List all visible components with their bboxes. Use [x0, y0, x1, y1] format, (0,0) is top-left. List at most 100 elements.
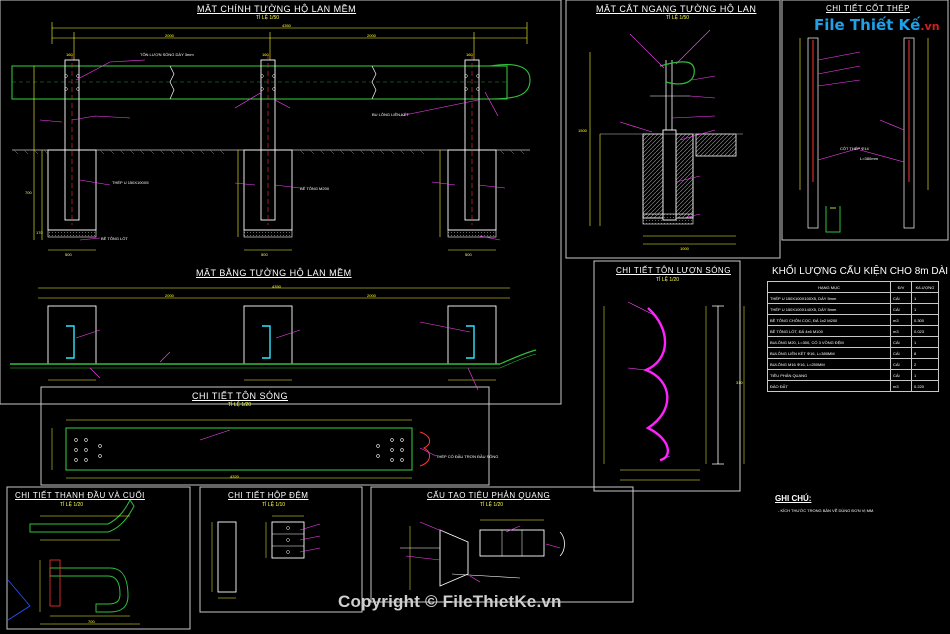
label-post: THÉP U 150X100X5: [112, 180, 149, 185]
row-unit: CÁI: [890, 292, 912, 304]
cross-section-drawing: [589, 29, 743, 245]
wave-detail-scale: TỈ LỆ 1/20: [656, 277, 680, 283]
row-unit: CÁI: [890, 369, 912, 381]
spacer-title: CHI TIẾT HỘP ĐỆM: [228, 491, 309, 500]
dim-cs-depth: 1500: [578, 128, 587, 133]
row-item: BÊ TÔNG CHÔN CỌC, ĐÁ 1x2 M200: [767, 314, 891, 326]
dim-end-len: 700: [88, 619, 95, 624]
row-qty: 2: [911, 358, 939, 370]
row-item: THÉP U 150X100X100X5, DÀY 5mm: [767, 292, 891, 304]
plan-drawing: [10, 287, 537, 391]
row-qty: 8: [911, 347, 939, 359]
row-item: BULÔNG LIÊN KẾT Φ16, L=380MM: [767, 347, 891, 359]
label-end-piece: THÉP CÓ ĐẦU TRƠN ĐẦU SÓNG: [436, 454, 499, 459]
row-item: BULÔNG M16 Φ16, L=250MM: [767, 358, 891, 370]
wave-sheet-drawing: [51, 419, 437, 479]
dim-plan-span-1: 2000: [165, 293, 174, 298]
row-unit: CÁI: [890, 303, 912, 315]
row-qty: 1: [911, 303, 939, 315]
frame-elevation: [0, 0, 562, 405]
notes-title: GHI CHÚ:: [775, 494, 812, 503]
row-unit: m3: [890, 380, 912, 392]
dim-total: 4350: [282, 23, 291, 28]
dim-found-width-1: 500: [65, 252, 72, 257]
quantity-table: HẠNG MỤC Đ/V K/LƯỢNG THÉP U 150X100X100X…: [767, 281, 939, 392]
wave-sheet-scale: TỈ LỆ 1/20: [228, 402, 252, 408]
row-qty: 0.023: [911, 325, 939, 337]
end-piece-drawing: [7, 499, 140, 625]
site-logo[interactable]: File Thiết Kế.vn: [810, 14, 940, 42]
row-unit: CÁI: [890, 347, 912, 359]
reflector-scale: TỈ LỆ 1/20: [480, 502, 504, 508]
dim-span-left: 2000: [165, 33, 174, 38]
label-rebar-l: L=380mm: [860, 156, 878, 161]
rebar-title: CHI TIẾT CỐT THÉP: [826, 4, 910, 13]
reflector-title: CẤU TẠO TIÊU PHẢN QUANG: [427, 491, 551, 500]
row-qty: 0.300: [911, 314, 939, 326]
frame-cross-section: [565, 0, 781, 259]
cross-section-scale: TỈ LỆ 1/50: [666, 15, 690, 21]
wave-profile-drawing: [603, 301, 745, 481]
dim-wave-h: 310: [736, 380, 743, 385]
label-bolt: BU LÔNG LIÊN KẾT: [372, 112, 409, 117]
frame-wave-sheet: [40, 386, 490, 486]
label-lining: BÊ TÔNG LÓT: [101, 236, 128, 241]
plan-title: MẶT BẰNG TƯỜNG HỘ LAN MỀM: [196, 268, 352, 278]
dim-plan-span-2: 2000: [367, 293, 376, 298]
dim-plan-total: 4350: [272, 284, 281, 289]
cross-section-title: MẶT CẮT NGANG TƯỜNG HỘ LAN: [596, 4, 757, 14]
frame-rebar: [781, 0, 949, 241]
copyright-watermark: Copyright © FileThietKe.vn: [338, 592, 562, 611]
row-qty: 1: [911, 336, 939, 348]
quantity-table-header: K/LƯỢNG: [911, 281, 939, 293]
dim-base: 170: [36, 230, 43, 235]
frame-spacer: [199, 486, 363, 613]
frame-end-piece: [6, 486, 191, 630]
logo-text: File Thiết Kế: [814, 16, 921, 34]
rebar-drawing: [799, 37, 929, 233]
row-qty: 0.220: [911, 380, 939, 392]
quantity-table-header: Đ/V: [890, 281, 912, 293]
dim-cs-total: 1000: [680, 246, 689, 251]
elevation-drawing: [11, 22, 531, 251]
wave-sheet-title: CHI TIẾT TÔN SÓNG: [192, 391, 289, 401]
row-item: ĐÀO ĐẤT: [767, 380, 891, 392]
row-item: BULÔNG M20, L=300, CÓ 3 VÒNG ĐỆM: [767, 336, 891, 348]
reflector-drawing: [400, 519, 565, 590]
logo-suffix: .vn: [920, 20, 940, 33]
quantity-table-header: HẠNG MỤC: [767, 281, 891, 293]
dim-found-width-3: 500: [465, 252, 472, 257]
dim-post-width-3: 160: [466, 52, 473, 57]
row-unit: m3: [890, 325, 912, 337]
end-piece-title: CHI TIẾT THANH ĐẦU VÀ CUỐI: [15, 491, 145, 500]
label-pole: CỘT THÉP Φ14: [840, 146, 869, 151]
dim-post-width-1: 160: [66, 52, 73, 57]
notes-item: - KÍCH THƯỚC TRONG BẢN VẼ DÙNG ĐƠN VỊ MM…: [778, 508, 875, 513]
dim-sheet-len: 4320: [230, 474, 239, 479]
dim-post-width-2: 160: [262, 52, 269, 57]
row-qty: 1: [911, 292, 939, 304]
elevation-scale: TỈ LỆ 1/50: [256, 15, 280, 21]
elevation-title: MẶT CHÍNH TƯỜNG HỘ LAN MỀM: [197, 4, 357, 14]
quantity-table-header-row: HẠNG MỤC Đ/V K/LƯỢNG: [767, 281, 939, 293]
label-wave-sheet: TÔN LƯỢN SÓNG DÀY 3mm: [140, 52, 194, 57]
frame-reflector: [370, 486, 634, 603]
row-unit: CÁI: [890, 336, 912, 348]
quantity-table-title: KHỐI LƯỢNG CẤU KIỆN CHO 8m DÀI: [772, 266, 949, 277]
wave-detail-title: CHI TIẾT TÔN LƯỢN SÓNG: [616, 266, 731, 275]
spacer-scale: TỈ LỆ 1/10: [262, 502, 286, 508]
spacer-drawing: [211, 515, 321, 599]
row-item: BÊ TÔNG LÓT, ĐÁ 4x6 M100: [767, 325, 891, 337]
end-piece-scale: TỈ LỆ 1/20: [60, 502, 84, 508]
label-concrete: BÊ TÔNG M200: [300, 186, 330, 191]
row-unit: CÁI: [890, 358, 912, 370]
